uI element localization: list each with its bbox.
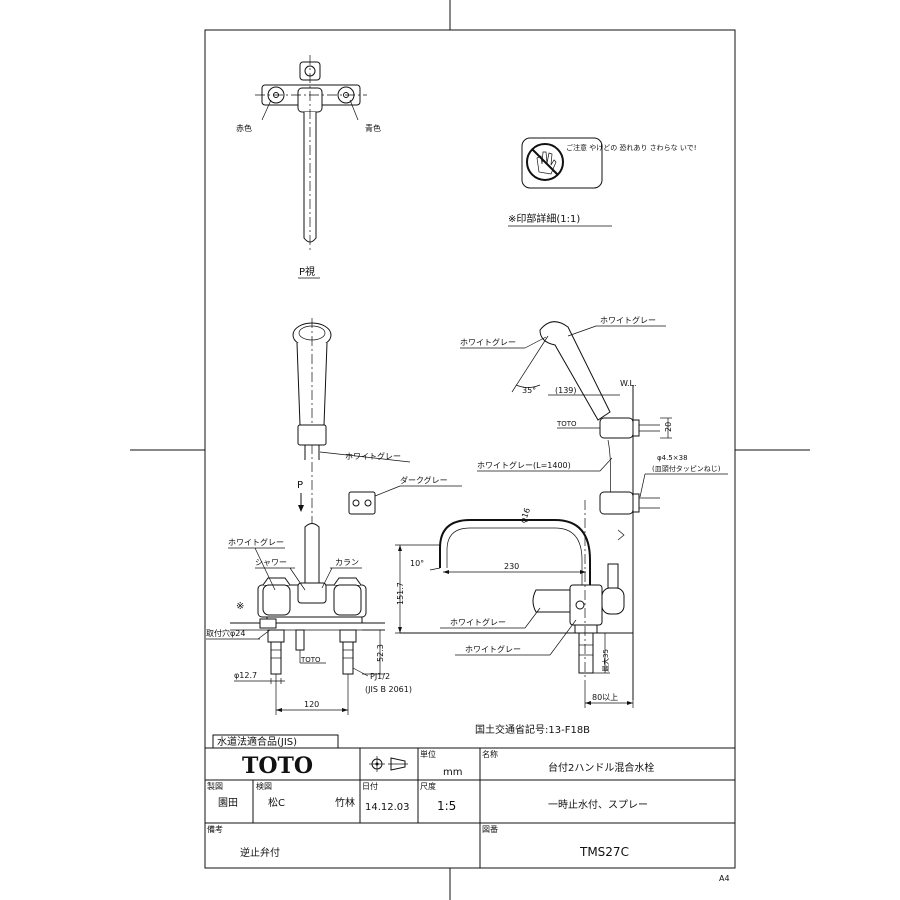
name-value: 台付2ハンドル混合水栓 [548, 761, 654, 774]
side-view: 35° (139) ホワイトグレー ホワイトグレー W.L. 20 TOTO ホ… [395, 315, 728, 736]
date-label: 日付 [362, 781, 378, 791]
caution-mark: ご注意 やけどの 恐れあり さわらな いで! ※印部詳細(1:1) [508, 137, 697, 227]
label-side-white-gray-4: ホワイトグレー [465, 644, 521, 654]
no-touch-icon [526, 143, 564, 181]
drawn-value: 園田 [218, 797, 238, 809]
shower-head-side [539, 321, 611, 421]
title-block: 水道法適合品(JIS) TOTO 単位 mm 名称 台付2ハンドル混合水栓 製図… [205, 734, 735, 883]
toto-logo: TOTO [242, 753, 313, 779]
unit-value: mm [443, 767, 462, 778]
scale-value: 1:5 [437, 799, 456, 813]
label-p-view: P視 [299, 265, 315, 278]
dim-phi16: φ16 [518, 507, 532, 525]
dim-angle-35: 35° [522, 386, 536, 395]
label-side-white-gray-1: ホワイトグレー [460, 337, 516, 347]
karan-handle-front [333, 584, 362, 616]
label-side-toto: TOTO [556, 420, 577, 428]
sheet-border [204, 29, 736, 869]
hand-icon [536, 151, 557, 175]
label-red: 赤色 [236, 123, 252, 133]
center-valve [297, 582, 327, 604]
label-p-arrow: P [297, 480, 303, 491]
label-wl: W.L. [620, 379, 637, 388]
dim-120: 120 [304, 700, 319, 709]
dim-52-3: 52.3 [376, 644, 385, 662]
spout-front [304, 523, 320, 591]
front-view: ホワイトグレー ダークグレー P ホワイトグレ [206, 318, 462, 715]
shower-holder [297, 424, 327, 446]
caution-text: ご注意 やけどの 恐れあり さわらな いで! [566, 143, 697, 152]
paper-size: A4 [719, 874, 730, 883]
label-screw-1: φ4.5×38 [657, 454, 688, 462]
ministry-code: 国土交通省記号:13-F18B [475, 723, 590, 736]
remarks-value: 逆止弁付 [240, 846, 280, 859]
remarks-label: 備考 [207, 824, 223, 834]
label-shower: シャワー [255, 558, 287, 567]
dim-phi12-7: φ12.7 [234, 671, 257, 680]
dim-230: 230 [504, 562, 519, 571]
drawing-no-label: 図番 [482, 824, 498, 834]
checked-value-2: 竹林 [335, 796, 355, 809]
body-side [569, 584, 603, 626]
drawing-no-value: TMS27C [579, 845, 629, 859]
spout-side [439, 519, 591, 595]
top-view: 赤色 青色 P視 [236, 55, 381, 279]
dim-angle-10: 10° [410, 559, 424, 568]
bracket-side [599, 491, 634, 515]
label-side-white-gray-3: ホワイトグレー [450, 617, 506, 627]
dim-max35: 最大35 [601, 649, 610, 672]
elbow-side [601, 587, 625, 615]
checked-value-1: 松C [268, 796, 285, 809]
label-side-white-gray-2: ホワイトグレー [600, 315, 656, 325]
label-mark-star: ※ [236, 601, 244, 612]
shower-handle-front [262, 584, 291, 616]
water-label: 水道法適合品(JIS) [217, 735, 297, 748]
drawn-label: 製図 [207, 781, 223, 791]
name-label: 名称 [482, 749, 498, 759]
label-hose: ホワイトグレー(L=1400) [477, 460, 571, 470]
dim-151-7: 151.7 [396, 582, 405, 605]
dim-20: 20 [664, 422, 673, 432]
subname-value: 一時止水付、スプレー [548, 798, 648, 811]
supply-pipe-side [578, 632, 594, 674]
label-front-dark-gray: ダークグレー [400, 475, 448, 485]
label-screw-2: (皿頭付タッピンねじ) [652, 464, 721, 473]
checked-label: 検図 [256, 781, 272, 791]
hook-part [348, 491, 376, 515]
label-toto-front: TOTO [300, 656, 321, 664]
label-mount-hole: 取付穴φ24 [206, 628, 245, 638]
handle-side [532, 589, 576, 613]
deck-plate [266, 616, 363, 624]
unit-label: 単位 [420, 749, 436, 759]
projection-symbol [369, 756, 408, 772]
label-front-white-gray-2: ホワイトグレー [228, 537, 284, 547]
label-karan: カラン [335, 558, 359, 567]
date-value: 14.12.03 [365, 802, 410, 813]
label-pj: PJ1/2 [370, 672, 390, 681]
dim-80: 80以上 [592, 693, 618, 702]
label-blue: 青色 [365, 123, 381, 133]
caution-frame [521, 137, 603, 189]
label-print-detail: ※印部詳細(1:1) [508, 212, 580, 225]
dim-139: (139) [555, 386, 577, 395]
scale-label: 尺度 [420, 781, 436, 791]
label-pj-jis: (JIS B 2061) [365, 685, 412, 694]
svg-text:ご注意 やけどの 恐れあり さわらな いで!: ご注意 やけどの 恐れあり さわらな いで! [566, 143, 697, 152]
label-front-white-gray: ホワイトグレー [345, 451, 401, 461]
shower-hanger-side [599, 417, 634, 439]
